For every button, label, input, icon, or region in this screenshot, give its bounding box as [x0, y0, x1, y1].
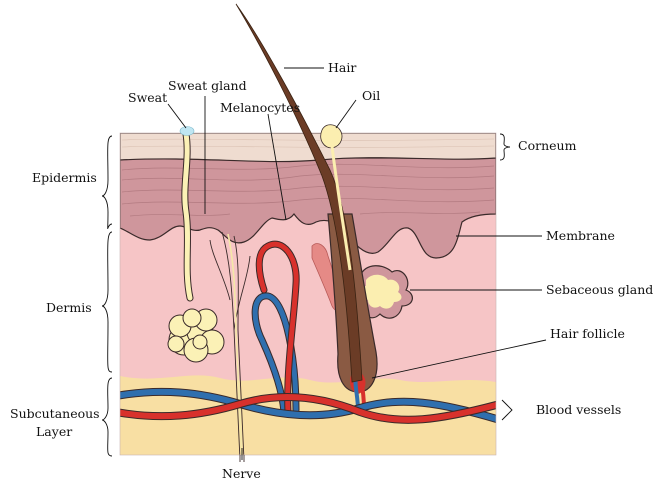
layer-brackets — [101, 133, 513, 457]
label-hair: Hair — [328, 60, 356, 75]
sweat-droplet — [179, 126, 195, 136]
label-nerve: Nerve — [222, 466, 261, 481]
label-dermis: Dermis — [46, 300, 92, 315]
skin-block — [120, 133, 496, 455]
label-sweat-gland: Sweat gland — [168, 78, 247, 93]
nerve-extension — [239, 455, 245, 462]
label-epidermis: Epidermis — [32, 170, 97, 185]
label-membrane: Membrane — [546, 228, 615, 243]
label-hair-follicle: Hair follicle — [550, 326, 625, 341]
label-blood-vessels: Blood vessels — [536, 402, 621, 417]
label-subcutaneous: Subcutaneous — [10, 406, 100, 421]
label-sweat: Sweat — [128, 90, 167, 105]
label-layer: Layer — [36, 424, 72, 439]
label-sebaceous-gland: Sebaceous gland — [546, 282, 653, 297]
dermal-capillary-loops — [251, 240, 366, 416]
nerve-fibers — [209, 231, 251, 455]
sweat-duct — [182, 133, 193, 301]
sebaceous-gland-inner — [361, 274, 402, 309]
blood-vessels — [120, 387, 496, 424]
leader-lines — [167, 67, 547, 460]
oil-droplet — [320, 124, 343, 149]
sweat-gland-coil — [167, 308, 225, 363]
label-melanocytes: Melanocytes — [220, 100, 300, 115]
hair-shaft — [235, 3, 363, 383]
label-oil: Oil — [362, 88, 380, 103]
label-corneum: Corneum — [518, 138, 577, 153]
